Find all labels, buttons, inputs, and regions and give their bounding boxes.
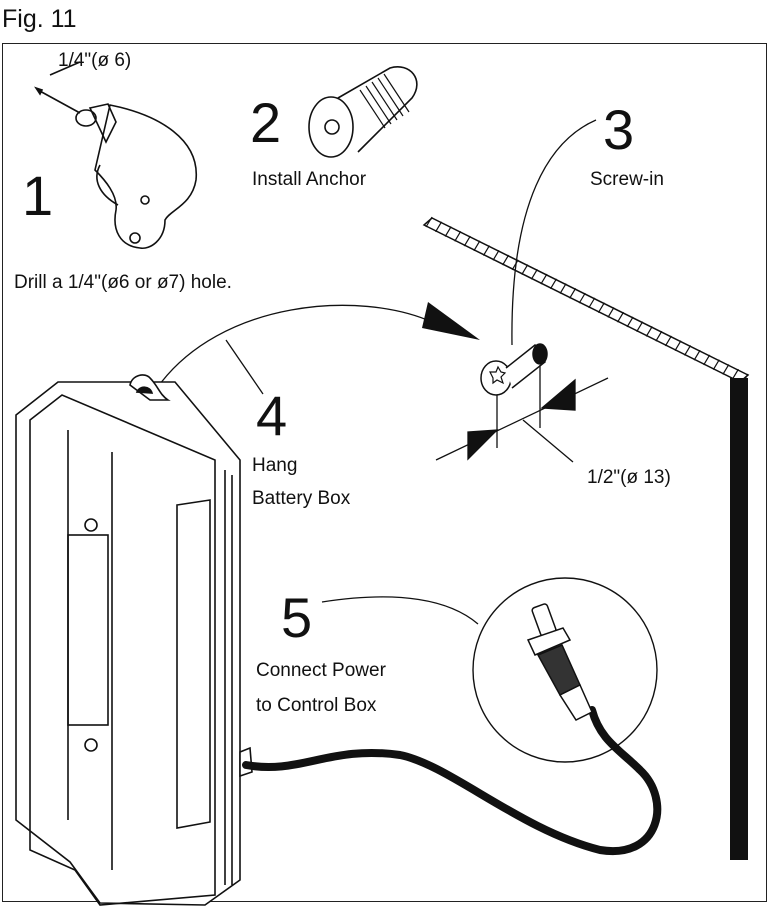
wall-hatch-line [597,302,605,313]
wall-hatch-line [482,245,490,256]
wall-hatch-line [530,269,538,280]
wall-hatch-line [731,368,739,380]
wall-hatch-line [540,273,548,285]
wall-icon [422,216,750,860]
wall-hatch-line [693,349,701,361]
wall-hatch-line [559,283,567,294]
wall-hatch-line [664,335,672,347]
figure-title: Fig. 11 [2,5,77,33]
step-5-label-line1: Connect Power [256,660,386,681]
figure-frame [2,43,767,902]
wall-hatch-line [607,307,615,318]
step-4-label-line1: Hang [252,455,298,476]
wall-hatch-line [674,340,682,352]
step-1-label: Drill a 1/4"(ø6 or ø7) hole. [14,272,232,293]
wall-hatch-line [463,235,471,247]
dimension-marks [435,365,609,463]
wall-hatch-line [492,249,500,261]
wall-hatch-line [454,230,462,242]
step-5-number: 5 [281,586,313,649]
wall-hatch-line [435,221,443,233]
wall-hatch-line [703,354,711,366]
wall-hatch-line [569,288,577,299]
step-2-number: 2 [250,91,282,154]
step-2-label: Install Anchor [252,169,367,190]
step-1-number: 1 [22,164,54,227]
wall-hatch-line [655,330,663,342]
wall-hatch-line [617,311,625,323]
wall-hatch-line [636,321,644,332]
screw-icon [480,343,548,396]
step-3-number: 3 [603,98,635,161]
wall-hatch-line [626,316,634,328]
step-4-label-line2: Battery Box [252,488,351,509]
anchor-icon [308,66,418,158]
step-4-number: 4 [256,384,288,447]
step-5-label-line2: to Control Box [256,695,377,716]
wall-hatch-line [549,278,557,290]
wall-hatch-line [473,240,481,252]
plug-connector-icon [526,603,593,721]
wall-hatch-line [444,226,452,237]
power-cable [242,706,662,856]
wall-hatch-line [425,216,433,228]
step3-leader [511,119,597,346]
wall-hatch-line [588,297,596,309]
wall-hatch-line [521,264,529,275]
wall-hatch-line [684,345,692,356]
battery-box-icon [15,374,253,906]
connector-detail-circle [472,577,658,763]
screw-dimension-label: 1/2"(ø 13) [587,467,671,488]
drill-icon [34,61,197,249]
wall-hatch-line [645,326,653,337]
step5-leader [321,596,479,625]
hang-arrow [156,302,480,395]
wall-hatch-line [712,359,720,371]
step-3-label: Screw-in [590,169,664,190]
drill-bit-size-label: 1/4"(ø 6) [58,50,132,71]
wall-hatch-line [722,364,730,375]
wall-hatch-line [502,254,510,266]
wall-hatch-line [511,259,519,271]
wall-hatch-line [578,292,586,304]
